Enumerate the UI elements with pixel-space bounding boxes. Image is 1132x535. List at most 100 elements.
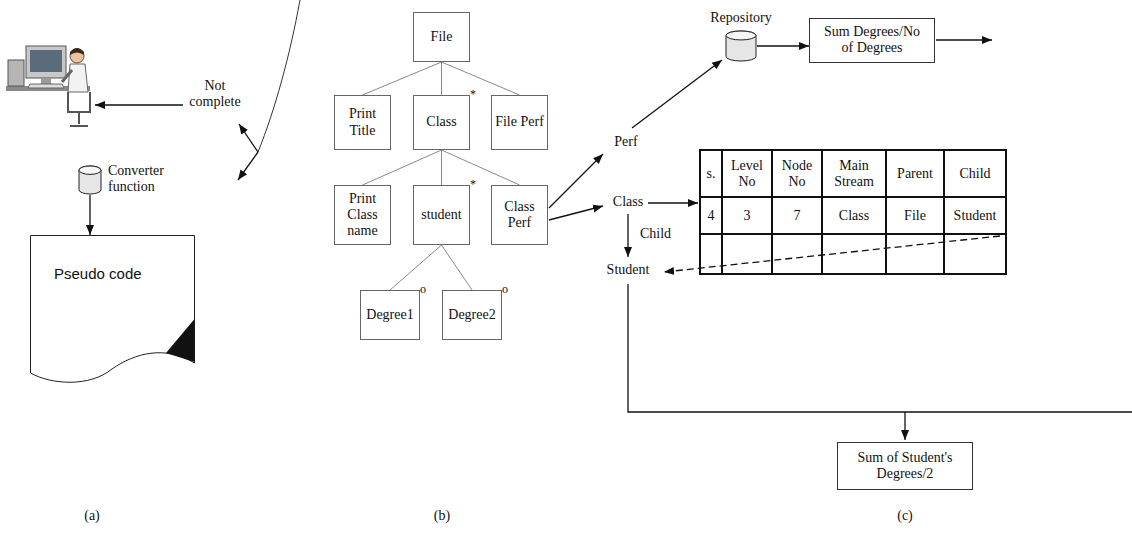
selection-box: Degree2o: [442, 290, 502, 340]
panel-label: (b): [422, 508, 462, 524]
arrow-to-user: [95, 104, 183, 105]
notation-mark: o: [502, 283, 508, 295]
table-header: Parent: [886, 150, 944, 197]
table-header: s.: [700, 150, 722, 197]
node-text: Class Perf: [495, 199, 544, 231]
monitor: [26, 46, 66, 78]
cylinder-top: [726, 31, 756, 40]
cylinder-body: [726, 31, 756, 61]
node-text: Print Title: [338, 106, 387, 138]
tree-link: [441, 62, 442, 95]
table-cell: 7: [772, 197, 822, 234]
panel-label: (c): [885, 508, 925, 524]
node-table-grid: [700, 150, 1006, 274]
dashed-child-link: [664, 236, 1000, 272]
node-text: Sum of Student's Degrees/2: [848, 450, 962, 482]
table-header: Node No: [772, 150, 822, 197]
node-text: Sum Degrees/No of Degrees: [820, 24, 924, 56]
iteration-box: Class*: [413, 95, 470, 150]
student-flow-line: [628, 284, 1132, 412]
document-fold: [166, 319, 195, 362]
user-body: [68, 64, 88, 92]
arrow-to-table: [648, 202, 698, 203]
flow-label: Perf: [606, 134, 646, 150]
tree-link: [390, 245, 442, 290]
panel-divider: [258, 0, 300, 152]
result-box: Sum of Student's Degrees/2: [837, 442, 973, 490]
arrow-to-sum-box: [904, 412, 905, 440]
tree-link: [363, 62, 442, 95]
process-box: Print Class name: [334, 185, 391, 245]
document-body: [31, 236, 195, 383]
computer-user-icon: [6, 46, 90, 126]
database-cylinder: Converter function: [78, 165, 102, 195]
arrow-to-class: [549, 206, 603, 220]
table-cell: File: [886, 197, 944, 234]
arrow-to-repository: [632, 60, 722, 128]
fork-arrow: [238, 152, 258, 180]
chair-base: [70, 112, 88, 126]
table-rule: [943, 150, 945, 274]
node-text: Degree1: [366, 307, 413, 323]
table-rule: [885, 150, 887, 274]
panel-label: (a): [72, 508, 112, 524]
user-arm: [62, 70, 72, 82]
node-text: student: [421, 207, 461, 223]
table-header: Level No: [722, 150, 772, 197]
chair: [68, 92, 90, 112]
table-cell: 4: [700, 197, 722, 234]
arrow-to-perf: [549, 154, 603, 208]
notation-mark: *: [470, 88, 476, 100]
iteration-box: student*: [413, 185, 470, 245]
selection-box: Degree1o: [360, 290, 420, 340]
flow-arrow: [89, 195, 90, 235]
cylinder-outline: [725, 30, 757, 62]
repository-cylinder: Repository: [725, 30, 757, 62]
screen: [30, 50, 62, 72]
process-box: Class Perf: [491, 185, 548, 245]
cylinder-top: [79, 166, 101, 174]
computer-case: [8, 60, 24, 86]
output-arrow: [936, 39, 992, 40]
user-head: [70, 49, 84, 63]
table-rule: [700, 196, 1006, 198]
flow-label: Child: [640, 226, 684, 242]
document-outline: [30, 235, 195, 385]
table-border: [700, 150, 1006, 274]
node-text: Degree2: [448, 307, 495, 323]
child-arrow: [627, 214, 628, 257]
flow-label: Student: [598, 262, 658, 278]
tree-link: [442, 245, 473, 290]
tree-link: [442, 150, 520, 185]
table-header: Main Stream: [822, 150, 886, 197]
node-text: Pseudo code: [54, 265, 142, 282]
keyboard: [28, 84, 64, 88]
table-header: Child: [944, 150, 1006, 197]
document-shape: Pseudo code: [30, 235, 195, 385]
table-rule: [771, 150, 773, 274]
table-rule: [700, 233, 1006, 235]
result-box: Sum Degrees/No of Degrees: [809, 18, 935, 63]
fork-arrow: [239, 124, 258, 152]
table-cell: Student: [944, 197, 1006, 234]
flow-note: Not complete: [180, 78, 250, 110]
tree-link: [441, 150, 442, 185]
node-text: Class: [426, 114, 456, 130]
table-rule: [821, 150, 823, 274]
table-cell: 3: [722, 197, 772, 234]
store-label: Repository: [710, 10, 771, 26]
tree-link: [363, 150, 442, 185]
process-box: Print Title: [334, 95, 391, 150]
flow-arrow: [757, 45, 809, 46]
store-label: Converter function: [108, 163, 178, 195]
node-text: File: [431, 29, 453, 45]
node-text: File Perf: [495, 114, 544, 130]
notation-mark: o: [420, 283, 426, 295]
flow-label: Class: [606, 194, 650, 210]
tree-link: [442, 62, 520, 95]
user-hair: [70, 48, 84, 55]
table-rule: [721, 150, 723, 274]
table-cell: Class: [822, 197, 886, 234]
cylinder-outline: [78, 165, 102, 195]
notation-mark: *: [470, 178, 476, 190]
